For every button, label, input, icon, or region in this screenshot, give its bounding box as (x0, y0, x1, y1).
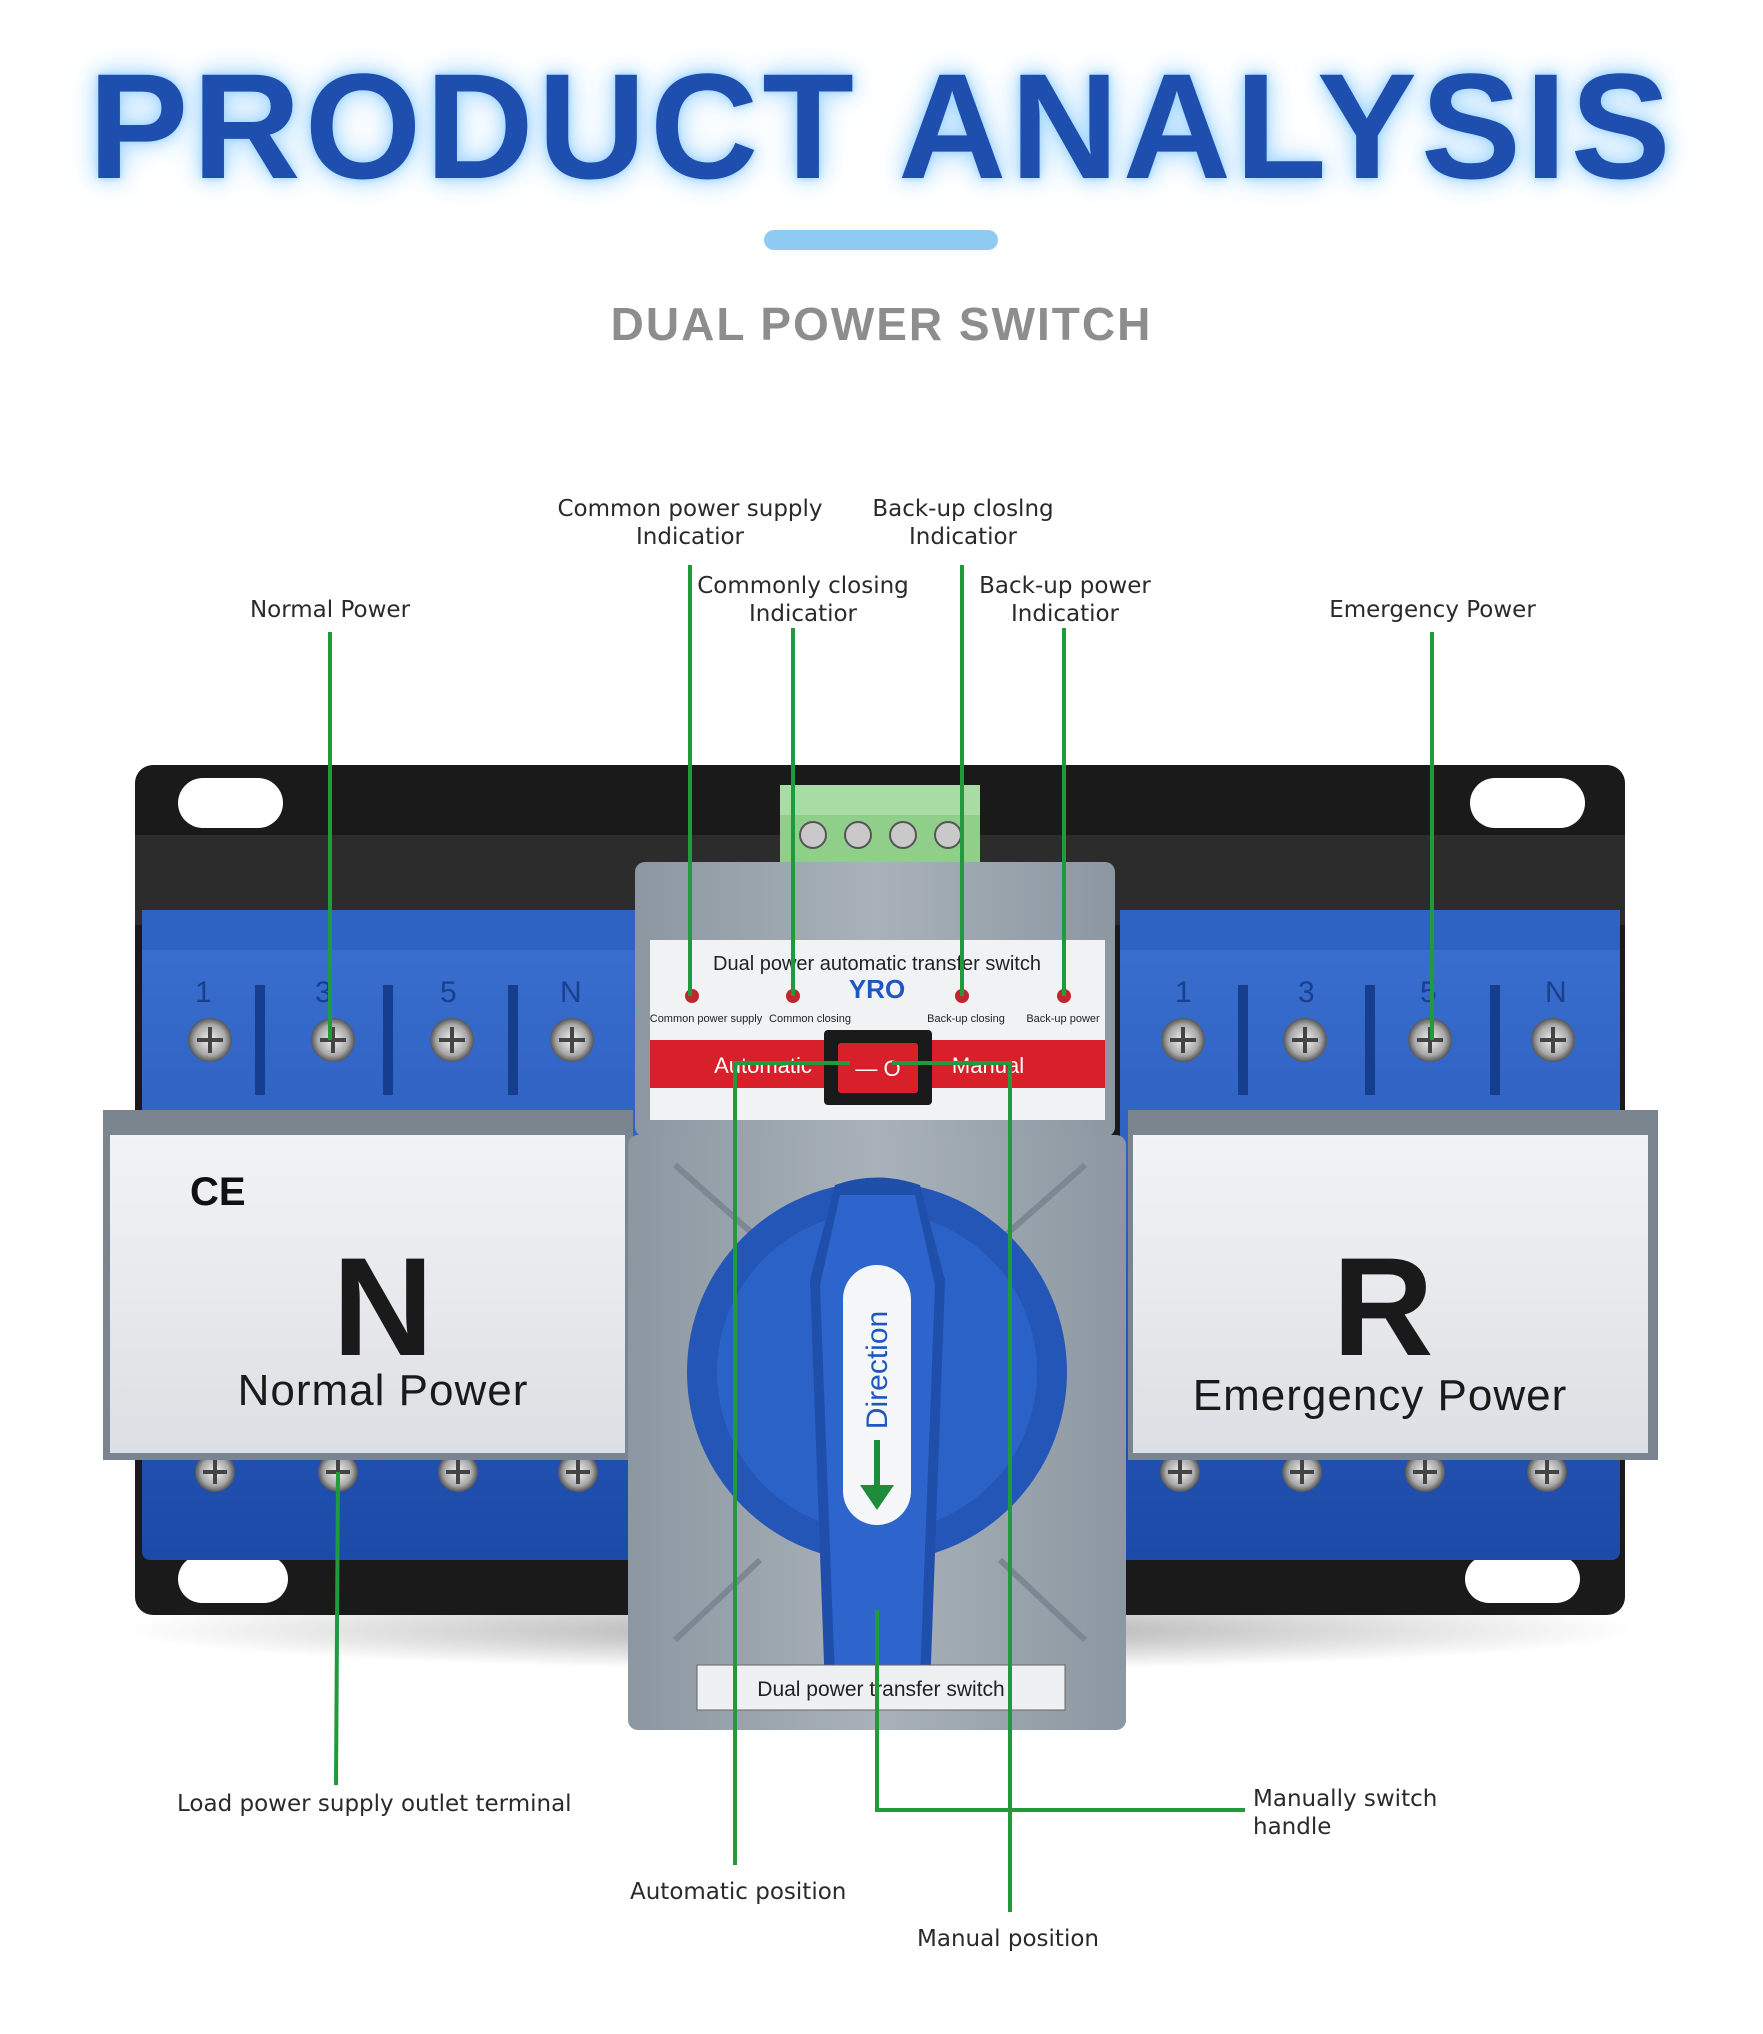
callout-backup-power: Back-up power Indicatior (979, 573, 1151, 627)
bottom-terminal-screws (195, 1452, 1567, 1492)
led-label: Common closing (769, 1013, 851, 1025)
left-terminal-number: N (560, 976, 582, 1009)
brand-logo: YRO (849, 974, 905, 1004)
callout-manual-position: Manual position (917, 1926, 1099, 1952)
screw-icon (1160, 1452, 1200, 1492)
callout-normal-power: Normal Power (249, 597, 411, 623)
led-label: Back-up closing (927, 1013, 1005, 1025)
callout-automatic-position: Automatic position (630, 1879, 847, 1905)
mount-slot-bl (178, 1555, 288, 1603)
leader-load-terminal (334, 1471, 340, 1786)
emergency-power-label-plate: R Emergency Power (1128, 1110, 1658, 1460)
page-title: PRODUCT ANALYSIS (88, 42, 1675, 210)
page-subtitle: DUAL POWER SWITCH (610, 298, 1153, 350)
screw-icon (311, 1018, 355, 1062)
screw-icon (1161, 1018, 1205, 1062)
left-terminal-numbers: 1 3 5 N (195, 976, 582, 1009)
screw-icon (1531, 1018, 1575, 1062)
callout-load-terminal: Load power supply outlet terminal (177, 1791, 572, 1817)
screw-icon (844, 821, 872, 849)
leader-manual-position (892, 1061, 1012, 1912)
screw-icon (195, 1452, 235, 1492)
screw-icon (550, 1018, 594, 1062)
right-terminal-number: 3 (1298, 976, 1315, 1009)
direction-arrow-icon (860, 1485, 894, 1510)
handle-direction-text: Direction (861, 1311, 894, 1429)
callout-backup-closing: Back-up closlng Indicatior (872, 496, 1054, 550)
screw-icon (889, 821, 917, 849)
screw-icon (188, 1018, 232, 1062)
mount-slot-br (1465, 1555, 1580, 1603)
left-terminal-number: 3 (315, 976, 332, 1009)
emergency-letter: R (1332, 1228, 1433, 1385)
screw-icon (430, 1018, 474, 1062)
screw-icon (1282, 1452, 1322, 1492)
mode-automatic-label: Automatic (714, 1053, 812, 1078)
callout-manual-handle: Manually switch handle (1253, 1786, 1438, 1840)
normal-letter: N (332, 1228, 433, 1385)
control-terminal-block (780, 785, 980, 880)
bottom-nameplate: Dual power transfer switch (696, 1664, 1066, 1711)
callout-commonly-closing: Commonly closing Indicatior (697, 573, 909, 627)
right-terminal-number: N (1545, 976, 1567, 1009)
leader-manual-handle (875, 1610, 1245, 1812)
screw-icon (1405, 1452, 1445, 1492)
screw-icon (934, 821, 962, 849)
right-terminal-number: 1 (1175, 976, 1192, 1009)
led-label: Common power supply (650, 1013, 763, 1025)
manual-handle[interactable]: Direction (687, 1177, 1067, 1701)
leader-lines (328, 565, 1434, 1912)
leader-automatic-position (733, 1061, 850, 1865)
screw-icon (438, 1452, 478, 1492)
screw-icon (1283, 1018, 1327, 1062)
right-terminal-number: 5 (1420, 976, 1437, 1009)
screw-icon (558, 1452, 598, 1492)
right-terminal-numbers: 1 3 5 N (1175, 976, 1567, 1009)
led-label: Back-up power (1026, 1013, 1100, 1025)
normal-power-label-plate: CE N Normal Power (103, 1110, 633, 1460)
mount-slot-tl (178, 778, 283, 828)
callout-common-power-supply: Common power supply Indicatior (557, 496, 823, 550)
bottom-nameplate-text: Dual power transfer switch (757, 1678, 1004, 1701)
callout-emergency-power: Emergency Power (1329, 597, 1536, 623)
mount-slot-tr (1470, 778, 1585, 828)
normal-power-plate-label: Normal Power (238, 1366, 529, 1415)
mode-manual-label: Manual (952, 1053, 1024, 1078)
rocker-symbol: — O (855, 1056, 900, 1081)
screw-icon (799, 821, 827, 849)
panel-title: Dual power automatic transfer switch (713, 953, 1041, 975)
emergency-power-plate-label: Emergency Power (1193, 1371, 1567, 1420)
auto-manual-rocker-switch[interactable]: — O (824, 1030, 932, 1105)
screw-icon (1527, 1452, 1567, 1492)
title-underline (764, 230, 998, 250)
top-terminal-screws (188, 1018, 1575, 1062)
left-terminal-number: 5 (440, 976, 457, 1009)
left-terminal-number: 1 (195, 976, 212, 1009)
ce-mark: CE (190, 1170, 246, 1214)
